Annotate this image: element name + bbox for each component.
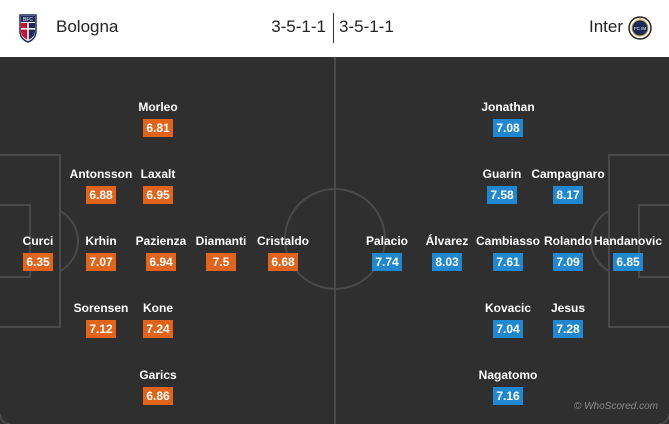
player-name: Palacio (365, 234, 409, 248)
home-crest-text: BFC (23, 17, 33, 23)
player-away-nagatomo[interactable]: Nagatomo 7.16 (463, 368, 553, 405)
away-formation: 3-5-1-1 (339, 17, 394, 36)
player-home-krhin[interactable]: Krhin 7.07 (56, 234, 146, 271)
player-away-guarin[interactable]: Guarin 7.58 (457, 167, 547, 204)
player-home-sorensen[interactable]: Sorensen 7.12 (56, 301, 146, 338)
pitch-markings (0, 57, 669, 424)
player-home-kone[interactable]: Kone 7.24 (113, 301, 203, 338)
player-name: Diamanti (195, 234, 247, 248)
player-name: Morleo (138, 100, 178, 114)
bologna-crest-icon: BFC (18, 13, 38, 48)
match-header: BFC Bologna 3-5-1-1 3-5-1-1 Inter FC IM (0, 0, 669, 57)
player-name: Nagatomo (478, 368, 538, 382)
player-rating: 6.85 (613, 253, 643, 271)
player-rating: 7.61 (493, 253, 523, 271)
player-rating: 7.28 (553, 320, 583, 338)
player-name: Curci (22, 234, 54, 248)
player-name: Krhin (85, 234, 117, 248)
player-away-cambiasso[interactable]: Cambiasso 7.61 (463, 234, 553, 271)
player-name: Álvarez (425, 234, 469, 248)
player-name: Sorensen (73, 301, 129, 315)
player-name: Kone (143, 301, 173, 315)
player-rating: 7.24 (143, 320, 173, 338)
player-name: Guarin (482, 167, 522, 181)
player-away-alvarez[interactable]: Álvarez 8.03 (402, 234, 492, 271)
player-rating: 7.12 (86, 320, 116, 338)
player-name: Antonsson (69, 167, 133, 181)
player-home-pazienza[interactable]: Pazienza 6.94 (116, 234, 206, 271)
player-away-kovacic[interactable]: Kovacic 7.04 (463, 301, 553, 338)
player-rating: 7.04 (493, 320, 523, 338)
player-name: Campagnaro (531, 167, 605, 181)
away-team-name: Inter (588, 17, 623, 36)
player-away-rolando[interactable]: Rolando 7.09 (523, 234, 613, 271)
player-home-morleo[interactable]: Morleo 6.81 (113, 100, 203, 137)
player-away-palacio[interactable]: Palacio 7.74 (342, 234, 432, 271)
player-home-curci[interactable]: Curci 6.35 (0, 234, 83, 271)
player-home-laxalt[interactable]: Laxalt 6.95 (113, 167, 203, 204)
away-crest-text: FC IM (634, 26, 646, 31)
player-away-campagnaro[interactable]: Campagnaro 8.17 (523, 167, 613, 204)
player-rating: 6.35 (23, 253, 53, 271)
player-rating: 7.74 (372, 253, 402, 271)
player-rating: 7.07 (86, 253, 116, 271)
player-rating: 7.58 (487, 186, 517, 204)
player-rating: 8.17 (553, 186, 583, 204)
player-rating: 7.16 (493, 387, 523, 405)
player-home-diamanti[interactable]: Diamanti 7.5 (176, 234, 266, 271)
player-home-garics[interactable]: Garics 6.86 (113, 368, 203, 405)
home-team-name: Bologna (56, 17, 119, 36)
player-name: Handanovic (593, 234, 662, 248)
player-rating: 6.88 (86, 186, 116, 204)
home-formation: 3-5-1-1 (271, 17, 326, 36)
player-name: Cristaldo (256, 234, 309, 248)
inter-crest-icon: FC IM (628, 16, 652, 45)
player-home-cristaldo[interactable]: Cristaldo 6.68 (238, 234, 328, 271)
player-rating: 6.94 (146, 253, 176, 271)
player-rating: 7.09 (553, 253, 583, 271)
player-name: Jesus (550, 301, 586, 315)
player-rating: 7.5 (206, 253, 236, 271)
player-name: Garics (139, 368, 177, 382)
whoscored-credit: © WhoScored.com (573, 401, 658, 412)
player-home-antonsson[interactable]: Antonsson 6.88 (56, 167, 146, 204)
player-rating: 6.86 (143, 387, 173, 405)
player-name: Pazienza (135, 234, 187, 248)
player-rating: 6.95 (143, 186, 173, 204)
pitch (0, 57, 669, 424)
player-rating: 8.03 (432, 253, 462, 271)
player-away-jonathan[interactable]: Jonathan 7.08 (463, 100, 553, 137)
player-rating: 7.08 (493, 119, 523, 137)
player-away-jesus[interactable]: Jesus 7.28 (523, 301, 613, 338)
player-name: Kovacic (484, 301, 532, 315)
player-name: Rolando (544, 234, 592, 248)
player-rating: 6.68 (268, 253, 298, 271)
player-away-handanovic[interactable]: Handanovic 6.85 (583, 234, 669, 271)
formation-divider (333, 13, 334, 43)
player-name: Jonathan (481, 100, 535, 114)
player-name: Cambiasso (475, 234, 541, 248)
player-rating: 6.81 (143, 119, 173, 137)
player-name: Laxalt (140, 167, 176, 181)
